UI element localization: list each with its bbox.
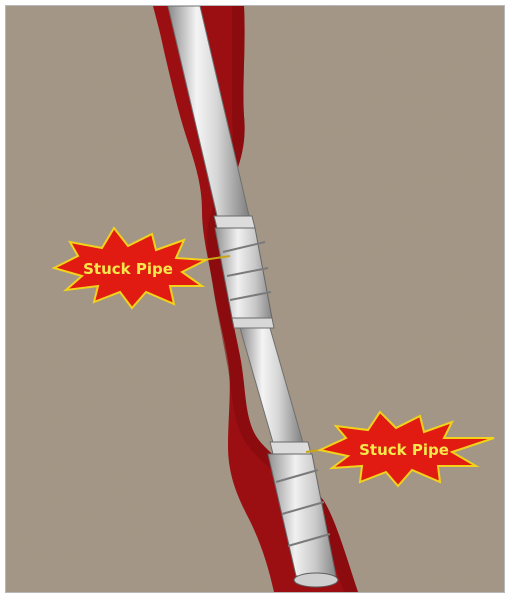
diagram-frame: Stuck Pipe Stuck Pipe — [5, 5, 505, 593]
drill-bit — [294, 573, 338, 587]
callout-label-lower: Stuck Pipe — [359, 441, 449, 459]
tool-joint-upper — [214, 216, 255, 228]
stuck-pipe-diagram: Stuck Pipe Stuck Pipe — [6, 6, 504, 592]
callout-label-upper: Stuck Pipe — [83, 260, 173, 278]
tool-joint-lower — [270, 442, 311, 454]
tool-joint-mid — [232, 318, 274, 328]
